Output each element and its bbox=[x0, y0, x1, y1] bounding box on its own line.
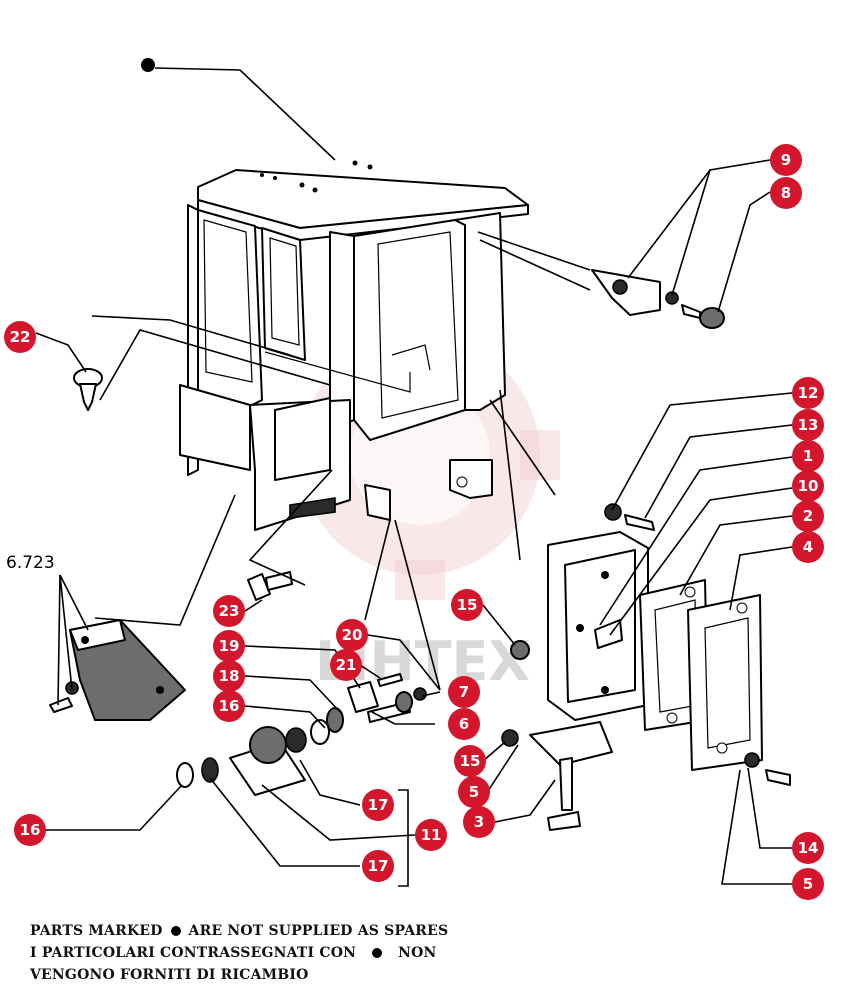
callout-6[interactable]: 6 bbox=[448, 708, 480, 740]
callout-22[interactable]: 22 bbox=[4, 321, 36, 353]
part-callouts: 9 8 22 12 13 1 10 2 4 15 23 20 19 21 18 … bbox=[4, 144, 824, 900]
callout-16[interactable]: 16 bbox=[213, 690, 245, 722]
callout-14[interactable]: 14 bbox=[792, 832, 824, 864]
callout-21[interactable]: 21 bbox=[330, 649, 362, 681]
svg-text:18: 18 bbox=[219, 667, 240, 685]
svg-text:7: 7 bbox=[459, 683, 469, 701]
callout-1[interactable]: 1 bbox=[792, 440, 824, 472]
svg-text:22: 22 bbox=[10, 328, 31, 346]
callout-23[interactable]: 23 bbox=[213, 595, 245, 627]
svg-text:8: 8 bbox=[781, 184, 791, 202]
callout-20[interactable]: 20 bbox=[336, 619, 368, 651]
svg-text:17: 17 bbox=[368, 857, 389, 875]
svg-text:19: 19 bbox=[219, 637, 240, 655]
svg-text:3: 3 bbox=[474, 813, 484, 831]
svg-text:16: 16 bbox=[219, 697, 240, 715]
svg-text:21: 21 bbox=[336, 656, 357, 674]
svg-text:1: 1 bbox=[803, 447, 813, 465]
pivot-mount-assembly bbox=[176, 719, 330, 796]
callout-17-lower[interactable]: 17 bbox=[362, 850, 394, 882]
svg-text:20: 20 bbox=[342, 626, 363, 644]
callout-7[interactable]: 7 bbox=[448, 676, 480, 708]
callout-5[interactable]: 5 bbox=[458, 776, 490, 808]
footnote-line-3: VENGONO FORNITI DI RICAMBIO bbox=[30, 967, 309, 983]
svg-text:2: 2 bbox=[803, 507, 813, 525]
callout-11[interactable]: 11 bbox=[415, 819, 447, 851]
door-latch-plate bbox=[501, 531, 649, 831]
svg-text:5: 5 bbox=[803, 875, 813, 893]
callout-5-lower[interactable]: 5 bbox=[792, 868, 824, 900]
svg-text:15: 15 bbox=[460, 752, 481, 770]
callout-17[interactable]: 17 bbox=[362, 789, 394, 821]
svg-text:9: 9 bbox=[781, 151, 791, 169]
cab-drawing bbox=[179, 160, 529, 531]
svg-text:11: 11 bbox=[421, 826, 442, 844]
hinge-bolt-assembly bbox=[326, 673, 427, 733]
callout-4[interactable]: 4 bbox=[792, 531, 824, 563]
svg-text:17: 17 bbox=[368, 796, 389, 814]
svg-text:16: 16 bbox=[20, 821, 41, 839]
callout-16-lower[interactable]: 16 bbox=[14, 814, 46, 846]
bullet-icon bbox=[372, 947, 383, 958]
svg-text:23: 23 bbox=[219, 602, 240, 620]
callout-12[interactable]: 12 bbox=[792, 377, 824, 409]
svg-text:15: 15 bbox=[457, 596, 478, 614]
callout-15[interactable]: 15 bbox=[451, 589, 483, 621]
callout-2[interactable]: 2 bbox=[792, 500, 824, 532]
callout-18[interactable]: 18 bbox=[213, 660, 245, 692]
svg-text:6: 6 bbox=[459, 715, 469, 733]
callout-15-lower[interactable]: 15 bbox=[454, 745, 486, 777]
svg-text:4: 4 bbox=[803, 538, 813, 556]
callout-19[interactable]: 19 bbox=[213, 630, 245, 662]
bullet-icon bbox=[170, 925, 181, 936]
striker-frames bbox=[639, 579, 763, 771]
svg-text:10: 10 bbox=[798, 477, 819, 495]
reference-label: 6.723 bbox=[6, 553, 55, 573]
svg-text:14: 14 bbox=[798, 839, 819, 857]
callout-8[interactable]: 8 bbox=[770, 177, 802, 209]
small-fasteners bbox=[604, 503, 791, 786]
callout-9[interactable]: 9 bbox=[770, 144, 802, 176]
callout-10[interactable]: 10 bbox=[792, 470, 824, 502]
not-supplied-marker-icon bbox=[141, 58, 155, 72]
svg-text:12: 12 bbox=[798, 384, 819, 402]
leader-lines bbox=[35, 67, 793, 887]
svg-text:13: 13 bbox=[798, 416, 819, 434]
plastic-clip-part bbox=[73, 368, 103, 411]
callout-13[interactable]: 13 bbox=[792, 409, 824, 441]
svg-text:5: 5 bbox=[469, 783, 479, 801]
callout-3[interactable]: 3 bbox=[463, 806, 495, 838]
mirror-bracket-assembly bbox=[591, 269, 725, 329]
